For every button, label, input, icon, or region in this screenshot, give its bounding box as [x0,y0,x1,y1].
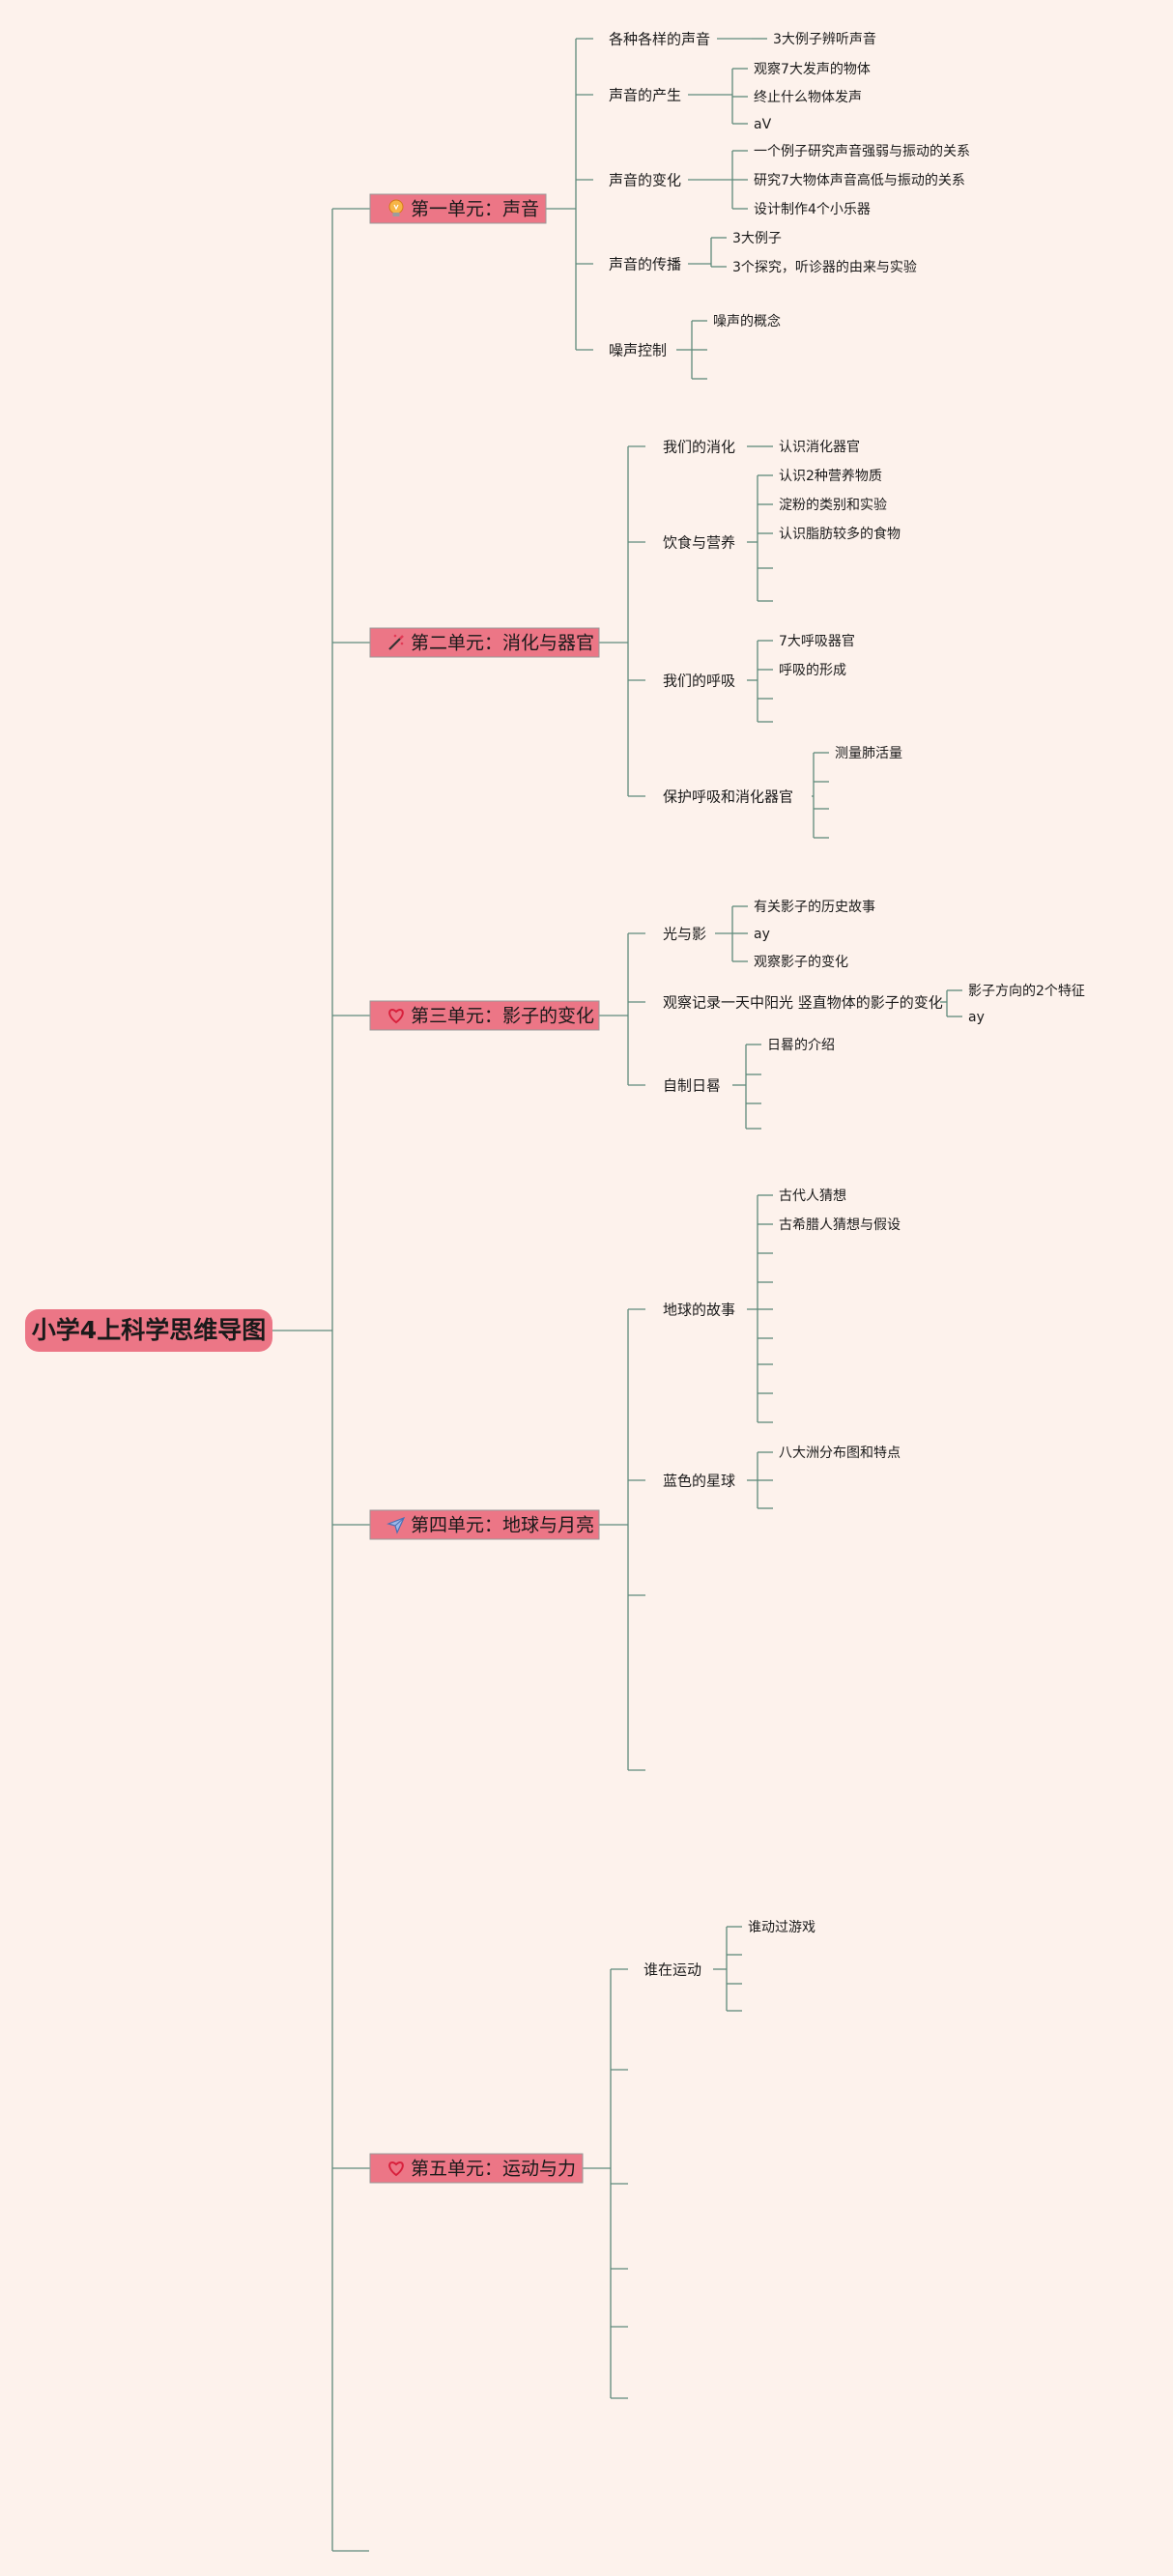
leaf-label-2-2-1: 认识2种营养物质 [779,469,882,484]
topic-label-1-1: 各种各样的声音 [609,31,710,48]
leaf-label-3-2-2: ay [968,1010,985,1025]
magic-wand-icon [388,634,404,650]
unit-label-4: 第四单元：地球与月亮 [411,1515,594,1536]
topic-label-1-5: 噪声控制 [609,342,667,359]
leaf-label-3-1-2: ay [754,927,770,942]
leaf-label-1-4-1: 3大例子 [732,231,782,246]
unit-node-3[interactable] [369,1000,600,1031]
topic-label-3-3: 自制日晷 [663,1077,721,1095]
topic-label-1-3: 声音的变化 [609,172,681,189]
leaf-label-2-2-3: 认识脂肪较多的食物 [779,526,901,542]
leaf-label-3-3-1: 日晷的介绍 [767,1038,835,1053]
topic-label-3-2: 观察记录一天中阳光 竖直物体的影子的变化 [663,994,943,1012]
topic-label-1-2: 声音的产生 [609,87,681,104]
topic-label-5-1: 谁在运动 [644,1961,701,1979]
leaf-label-3-2-1: 影子方向的2个特征 [968,984,1085,999]
connector-lines [272,38,962,2552]
topic-label-4-1: 地球的故事 [663,1302,735,1319]
leaf-label-1-3-3: 设计制作4个小乐器 [754,202,871,217]
leaf-label-1-2-1: 观察7大发声的物体 [754,61,871,77]
leaf-label-4-2-1: 八大洲分布图和特点 [779,1445,901,1461]
heart-icon [388,2161,404,2177]
leaf-label-2-4-1: 测量肺活量 [835,746,902,761]
leaf-label-1-1-1: 3大例子辨听声音 [773,31,876,47]
unit-node-4[interactable] [369,1509,600,1540]
leaf-label-2-3-1: 7大呼吸器官 [779,634,855,649]
unit-label-3: 第三单元：影子的变化 [411,1006,594,1027]
topic-label-2-1: 我们的消化 [663,439,735,456]
leaf-label-1-5-1: 噪声的概念 [713,313,781,329]
leaf-label-4-1-2: 古希腊人猜想与假设 [779,1217,901,1233]
heart-icon [388,1009,404,1024]
leaf-label-1-2-3: aV [754,117,772,132]
unit-node-2[interactable] [369,627,600,658]
topic-label-3-1: 光与影 [663,926,706,943]
unit-label-2: 第二单元：消化与器官 [411,633,594,654]
leaf-label-1-3-2: 研究7大物体声音高低与振动的关系 [754,172,965,188]
unit-label-5: 第五单元：运动与力 [411,2159,576,2180]
leaf-label-1-3-1: 一个例子研究声音强弱与振动的关系 [754,143,970,159]
bulb-icon [388,199,404,216]
leaf-label-1-2-2: 终止什么物体发声 [754,90,862,105]
topic-label-1-4: 声音的传播 [609,256,681,273]
topic-label-2-2: 饮食与营养 [663,534,735,552]
root-node[interactable] [25,1309,272,1352]
topic-label-2-4: 保护呼吸和消化器官 [663,788,793,806]
leaf-label-5-1-1: 谁动过游戏 [748,1920,815,1935]
topic-label-4-2: 蓝色的星球 [663,1473,735,1490]
unit-label-1: 第一单元：声音 [411,199,539,220]
topic-label-2-3: 我们的呼吸 [663,673,735,690]
leaf-label-3-1-3: 观察影子的变化 [754,954,848,970]
leaf-label-2-1-1: 认识消化器官 [779,440,860,455]
leaf-label-2-3-2: 呼吸的形成 [779,663,846,678]
leaf-label-1-4-2: 3个探究，听诊器的由来与实验 [732,260,917,275]
leaf-label-2-2-2: 淀粉的类别和实验 [779,498,887,513]
unit-node-5[interactable] [369,2153,584,2184]
leaf-label-4-1-1: 古代人猜想 [779,1188,846,1204]
paper-plane-icon [386,1516,406,1534]
leaf-label-3-1-1: 有关影子的历史故事 [754,900,875,915]
root-title: 小学4上科学思维导图 [32,1316,266,1344]
